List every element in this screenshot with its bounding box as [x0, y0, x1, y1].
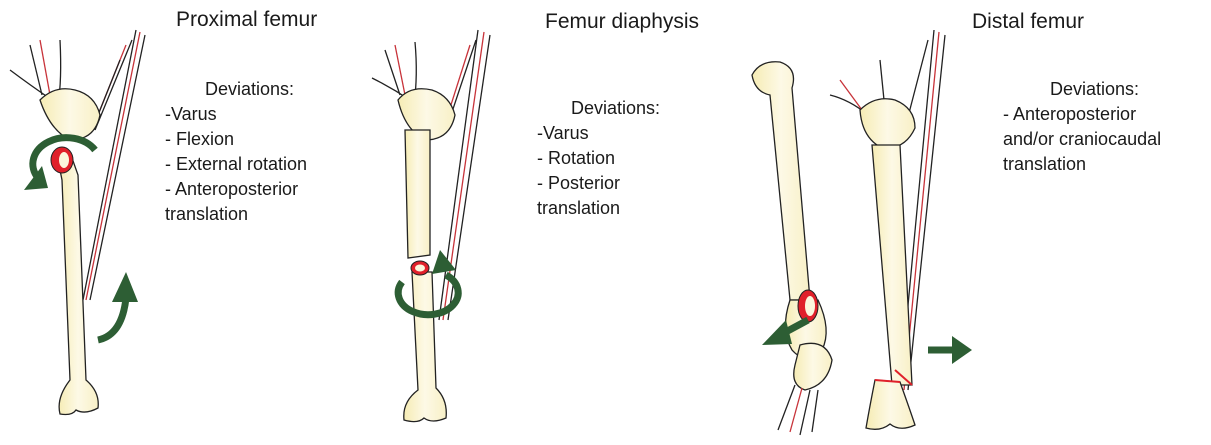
deviation-item: - External rotation: [165, 152, 307, 177]
deviation-item: -Varus: [165, 102, 307, 127]
deviations-distal: Deviations: - Anteroposterior and/or cra…: [1003, 77, 1161, 177]
deviation-item: - Posterior: [537, 171, 660, 196]
proximal-femur-drawing: [10, 30, 145, 415]
femur-shaft: [58, 157, 98, 415]
translation-arrow-icon: [928, 336, 972, 364]
muscle-lines: [778, 385, 818, 435]
deviations-heading: Deviations:: [165, 77, 307, 102]
deviation-item: and/or craniocaudal: [1003, 127, 1161, 152]
deviation-item: translation: [165, 202, 307, 227]
distal-femur-drawing: [752, 30, 972, 435]
deviation-item: translation: [537, 196, 660, 221]
deviation-item: -Varus: [537, 121, 660, 146]
pelvis-fragment: [860, 99, 915, 148]
pelvis-fragment: [40, 89, 100, 140]
femur-ap-view: [872, 145, 912, 385]
deviations-proximal: Deviations: -Varus - Flexion - External …: [165, 77, 307, 227]
deviations-diaphysis: Deviations: -Varus - Rotation - Posterio…: [537, 96, 660, 221]
femur-lateral-view: [752, 62, 810, 300]
deviations-heading: Deviations:: [1003, 77, 1161, 102]
diaphysis-femur-drawing: [372, 30, 490, 422]
femur-upper-segment: [405, 130, 430, 258]
panel-title-proximal: Proximal femur: [176, 8, 317, 32]
panel-title-distal: Distal femur: [972, 10, 1084, 34]
deviation-item: - Rotation: [537, 146, 660, 171]
panel-title-diaphysis: Femur diaphysis: [545, 10, 699, 34]
deviation-item: translation: [1003, 152, 1161, 177]
deviation-item: - Anteroposterior: [165, 177, 307, 202]
curved-arrow-icon: [98, 298, 126, 340]
femur-lower-segment: [404, 272, 447, 422]
knee-joint: [794, 343, 832, 390]
deviation-item: - Anteroposterior: [1003, 102, 1161, 127]
deviations-heading: Deviations:: [537, 96, 660, 121]
deviation-item: - Flexion: [165, 127, 307, 152]
